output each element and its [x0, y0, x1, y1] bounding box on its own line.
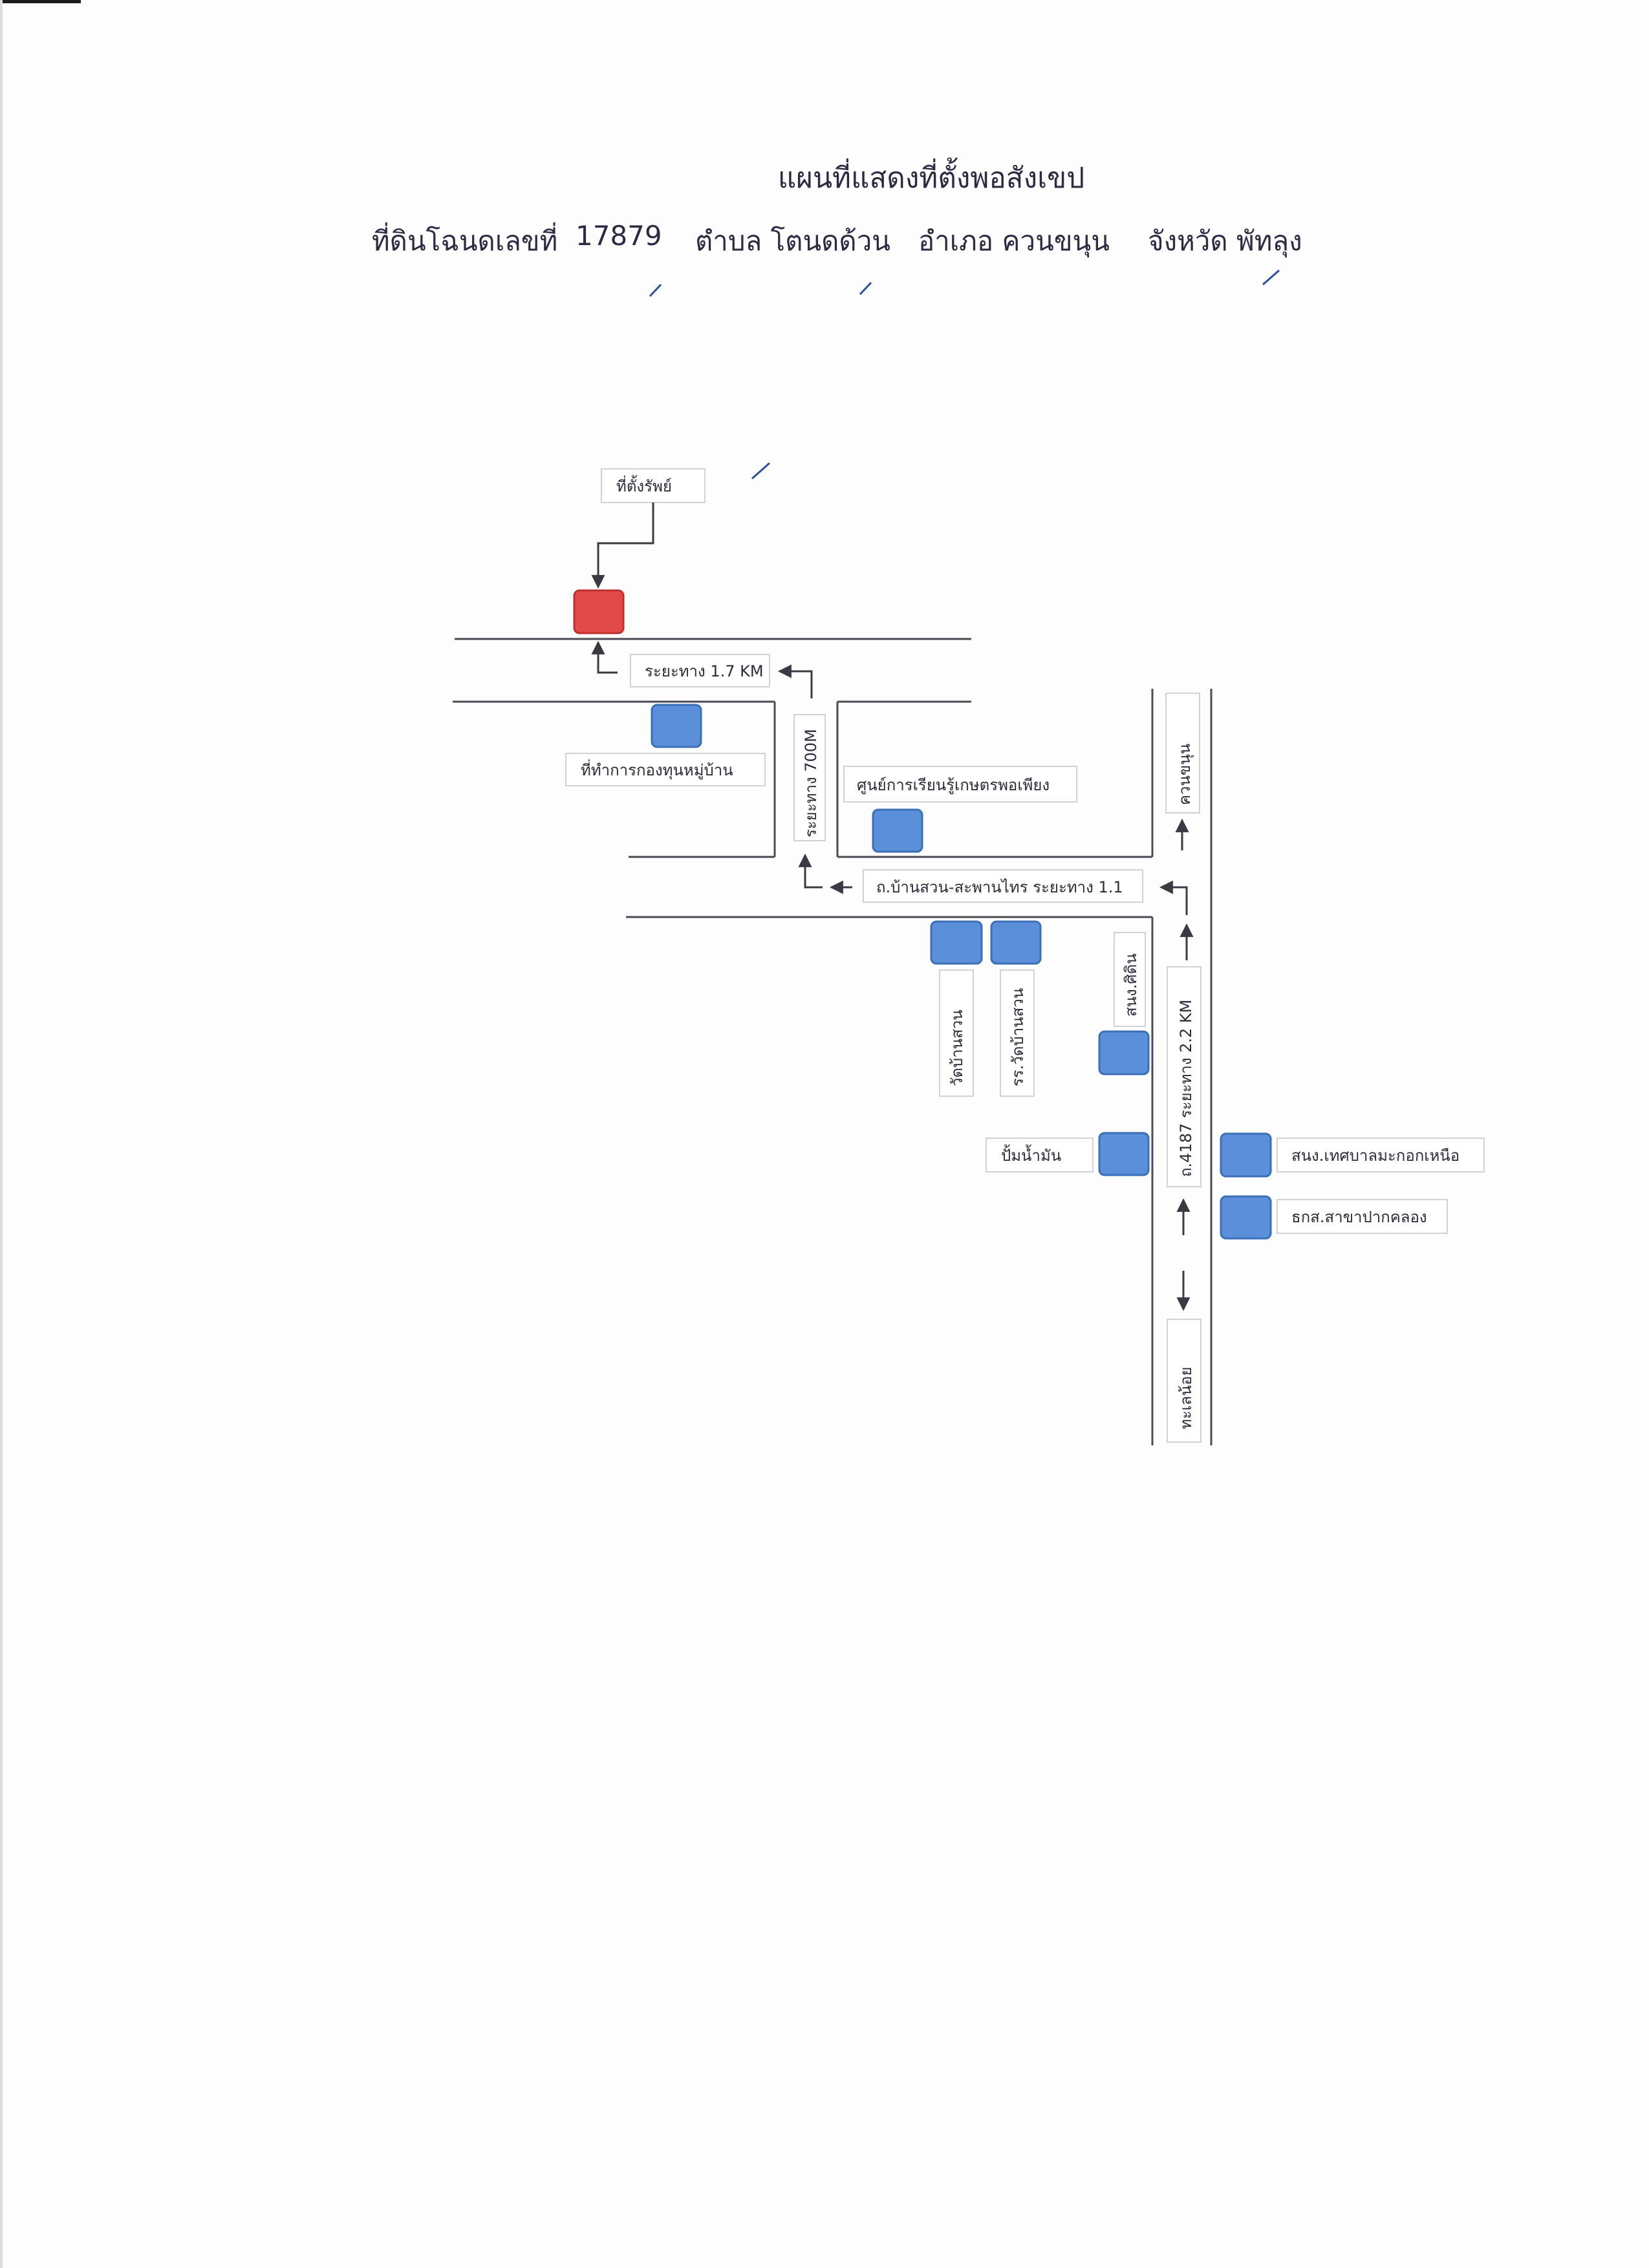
- check-mark: [1262, 269, 1280, 286]
- highway-4187-label: ถ.4187 ระยะทาง 2.2 KM: [1177, 1000, 1195, 1178]
- check-mark: [859, 281, 872, 296]
- baac-branch-marker: [1220, 1195, 1272, 1240]
- direction-arrow: [591, 640, 618, 674]
- distance-1-7-km: ระยะทาง 1.7 KM: [645, 662, 764, 680]
- police-station-marker: [1098, 1030, 1150, 1075]
- property-label-box: [601, 468, 706, 503]
- check-mark: [649, 283, 662, 297]
- direction-arrow: [798, 853, 823, 889]
- wat-ban-suan-box: [939, 969, 974, 1097]
- village-fund-office-box: [565, 753, 766, 786]
- learning-center-label: ศูนย์การเรียนรู้เกษตรพอเพียง: [857, 776, 1050, 795]
- distance-box: [630, 654, 770, 687]
- property-arrow: [591, 502, 654, 589]
- gas-station-marker: [1098, 1132, 1150, 1176]
- village-fund-office-marker: [651, 704, 702, 748]
- deed-number: 17879: [576, 220, 662, 252]
- map-title: แผนที่แสดงที่ตั้งพอสังเขป: [777, 162, 1085, 195]
- learning-center-marker: [872, 808, 923, 853]
- page-edge: [0, 0, 81, 3]
- learning-center-box: [843, 766, 1077, 803]
- village-fund-office-label: ที่ทำการกองทุนหมู่บ้าน: [581, 759, 733, 780]
- khuan-khanun-label: ควนขนุน: [1176, 744, 1194, 805]
- deed-label: ที่ดินโฉนดเลขที่: [372, 225, 558, 257]
- road-label-box: [863, 869, 1143, 903]
- baac-branch-label: ธกส.สาขาปากคลอง: [1291, 1208, 1427, 1226]
- school-label: รร.วัดบ้านสวน: [1009, 988, 1027, 1086]
- municipal-office-marker: [1220, 1132, 1272, 1178]
- gas-station-box: [986, 1138, 1094, 1172]
- thale-noi-box: [1167, 1319, 1202, 1443]
- municipal-office-box: [1277, 1138, 1485, 1172]
- page-edge-left: [0, 0, 3, 2268]
- check-mark: [751, 462, 770, 480]
- distance-700m: ระยะทาง 700M: [802, 729, 820, 837]
- wat-ban-suan-label: วัดบ้านสวน: [948, 1010, 966, 1086]
- police-station-box: [1114, 932, 1146, 1027]
- property-marker: [573, 589, 625, 634]
- khuan-khanun-box: [1165, 693, 1200, 814]
- direction-arrow: [777, 664, 813, 698]
- school-marker: [990, 920, 1042, 965]
- distance-box: [793, 714, 826, 841]
- baac-branch-box: [1277, 1199, 1448, 1234]
- police-station-label: สนง.ศิดิน: [1122, 953, 1140, 1017]
- district: อำเภอ ควนขนุน: [918, 225, 1110, 257]
- direction-arrow: [1159, 880, 1188, 915]
- highway-label-box: [1167, 966, 1202, 1187]
- gas-station-label: ปั้มน้ำมัน: [1001, 1144, 1061, 1165]
- property-label: ที่ตั้งรัพย์: [616, 475, 672, 495]
- wat-ban-suan-marker: [930, 920, 983, 965]
- school-box: [1000, 969, 1035, 1097]
- province: จังหวัด พัทลุง: [1148, 225, 1302, 257]
- road-ban-suan-label: ถ.บ้านสวน-สะพานไทร ระยะทาง 1.1: [876, 878, 1123, 896]
- subdistrict: ตำบล โตนดด้วน: [695, 225, 890, 257]
- municipal-office-label: สนง.เทศบาลมะกอกเหนือ: [1291, 1147, 1460, 1165]
- thale-noi-label: ทะเลน้อย: [1177, 1366, 1195, 1429]
